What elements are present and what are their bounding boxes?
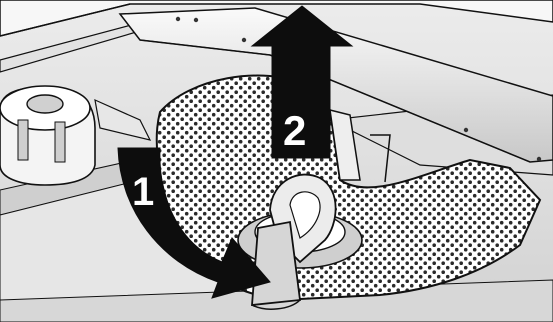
step-number-2: 2 — [283, 107, 306, 154]
step-number-1: 1 — [132, 170, 154, 214]
spray-nozzle — [176, 17, 180, 21]
spray-nozzle — [194, 18, 198, 22]
spray-nozzle — [537, 157, 541, 161]
spray-nozzle — [242, 38, 246, 42]
spray-nozzle — [464, 128, 468, 132]
